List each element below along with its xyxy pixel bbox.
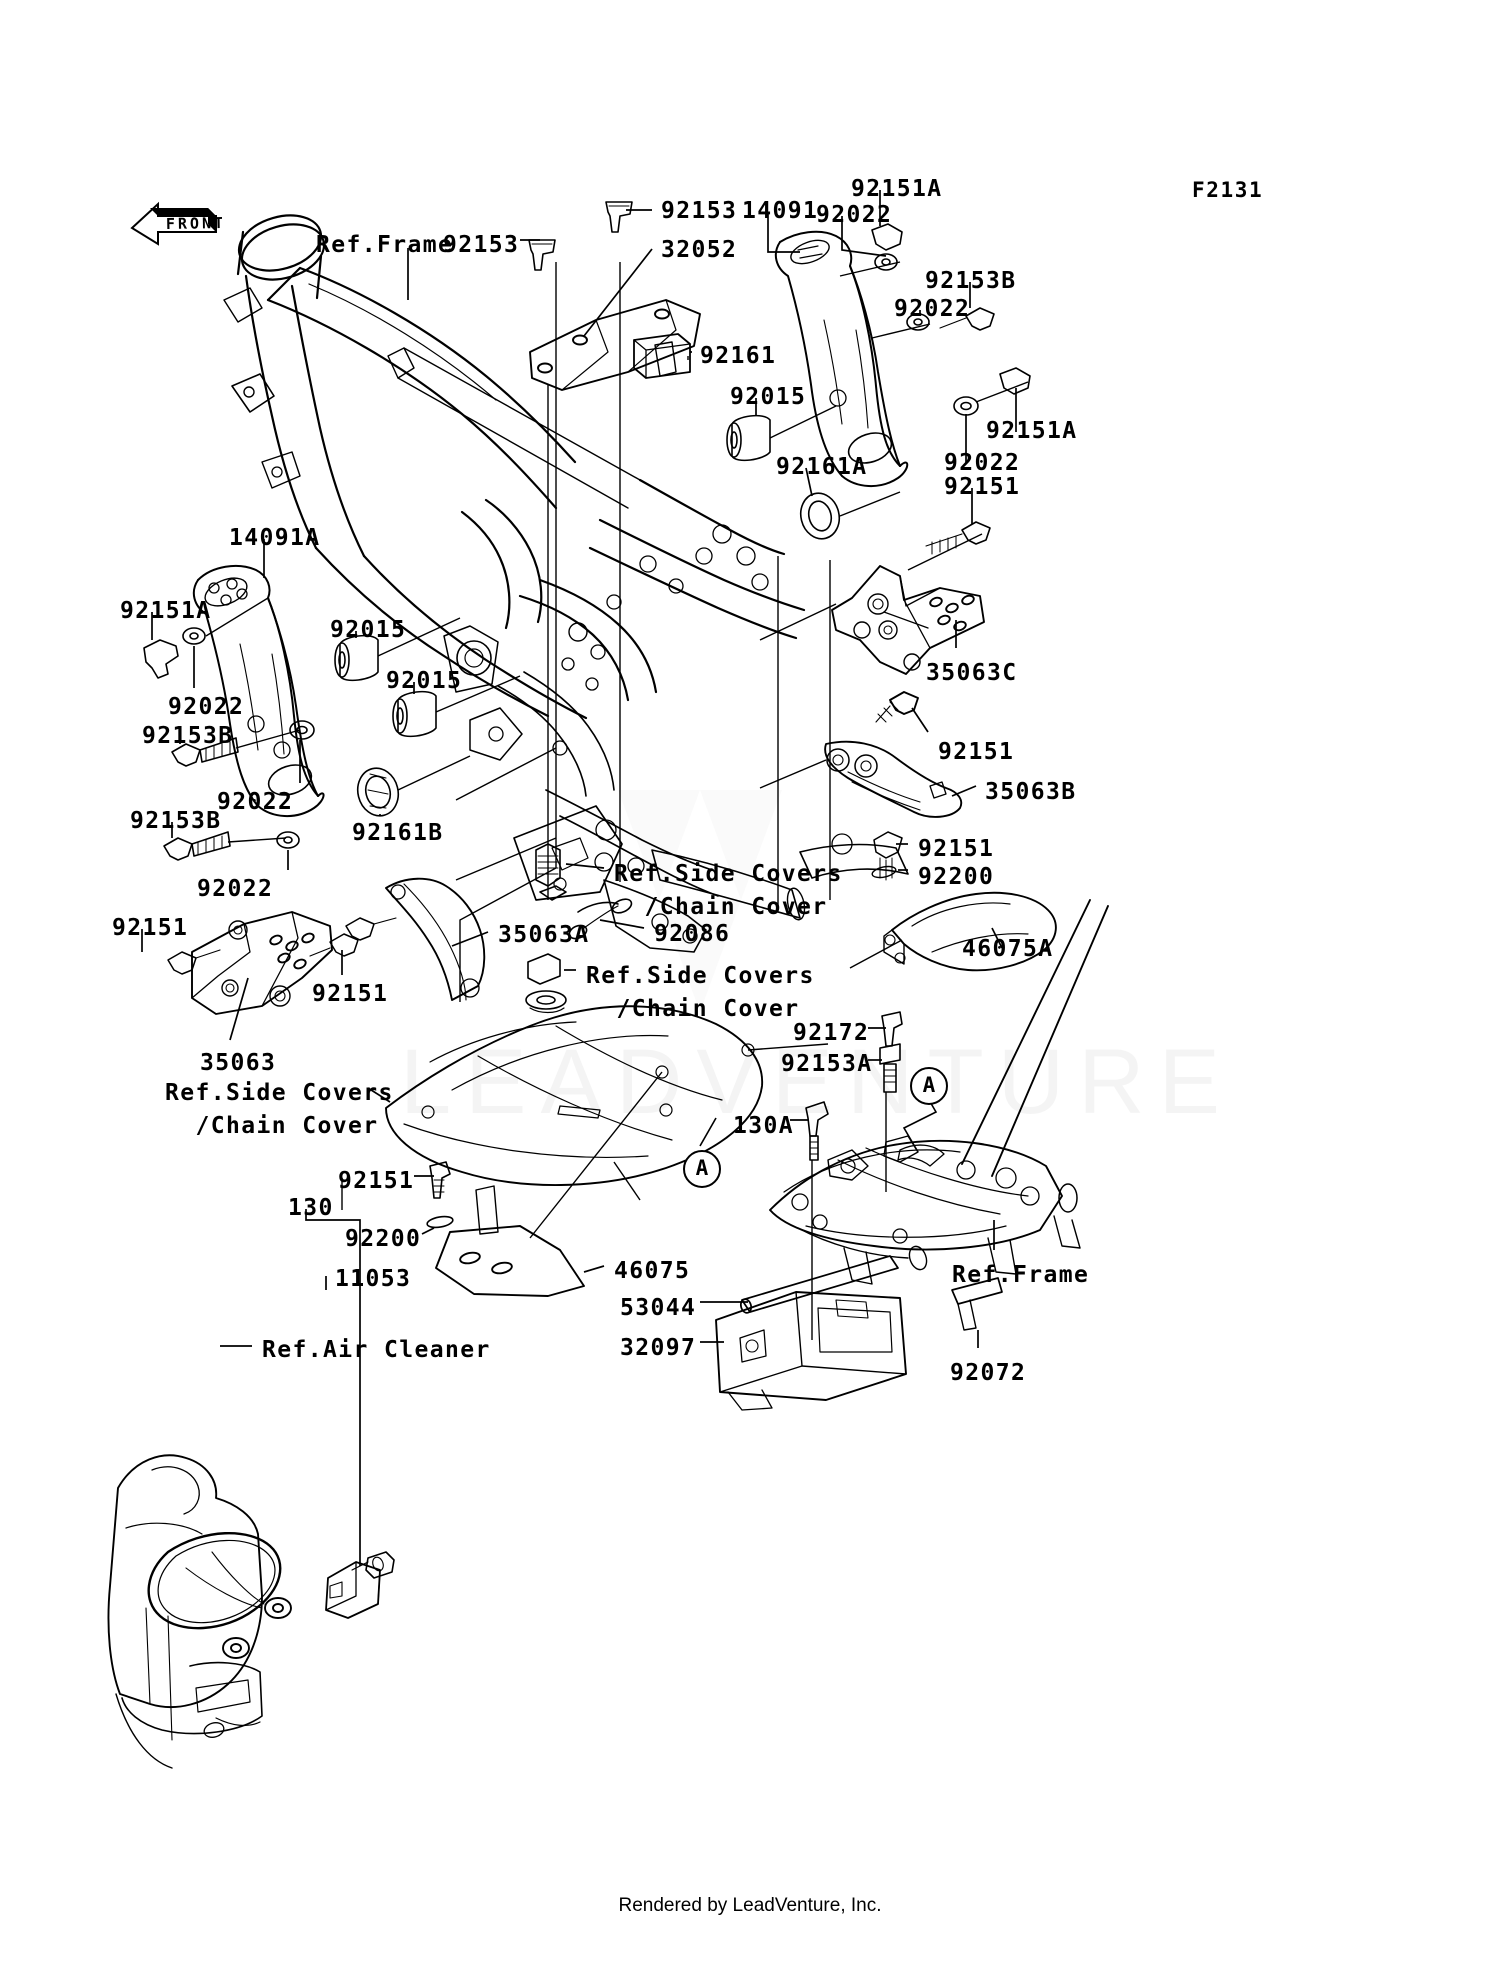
side-cover-grommet-assembly bbox=[525, 953, 567, 1014]
label-p92151A-right: 92151A bbox=[986, 418, 1078, 444]
front-direction-badge: FRONT bbox=[130, 198, 226, 266]
label-p92022-leftB: 92022 bbox=[217, 789, 294, 815]
label-p92151A-left: 92151A bbox=[120, 598, 212, 624]
label-p92200-sideA: 92200 bbox=[918, 864, 995, 890]
part-14091A-cover bbox=[192, 564, 325, 818]
diagram-code: F2131 bbox=[1192, 178, 1264, 202]
part-35063-bracket bbox=[167, 911, 359, 1015]
label-p92022-right: 92022 bbox=[944, 450, 1021, 476]
label-p92172: 92172 bbox=[793, 1020, 870, 1046]
label-p92015-midA: 92015 bbox=[330, 617, 407, 643]
label-p92022-leftA: 92022 bbox=[168, 694, 245, 720]
label-p14091: 14091 bbox=[742, 198, 819, 224]
label-p92200-bottomleft: 92200 bbox=[345, 1226, 422, 1252]
fasteners-bottom-right bbox=[805, 1011, 903, 1161]
side-cover-panel bbox=[385, 1005, 764, 1186]
label-p35063A: 35063A bbox=[498, 922, 590, 948]
label-p92022-topA: 92022 bbox=[816, 202, 893, 228]
part-35063C-bracket bbox=[831, 565, 985, 675]
label-p92153A: 92153A bbox=[781, 1051, 873, 1077]
label-p35063B: 35063B bbox=[985, 779, 1077, 805]
label-p92086: 92086 bbox=[654, 921, 731, 947]
label-p92161B: 92161B bbox=[352, 820, 444, 846]
label-p92151-leftlow: 92151 bbox=[112, 915, 189, 941]
part-32097-battery-box bbox=[715, 1291, 907, 1411]
part-14091-cover bbox=[774, 230, 909, 488]
fasteners-right bbox=[726, 223, 1031, 555]
part-92161-damper bbox=[633, 333, 691, 379]
part-92153-screws bbox=[528, 201, 633, 271]
part-92086-rivet bbox=[568, 898, 633, 940]
label-ref-side-chain-1: Ref.Side Covers /Chain Cover bbox=[614, 861, 843, 921]
label-p46075A: 46075A bbox=[962, 936, 1054, 962]
part-46075-seat-pad bbox=[435, 1185, 585, 1297]
label-ref-frame-top: Ref.Frame bbox=[316, 232, 454, 258]
label-p92151-sideA: 92151 bbox=[918, 836, 995, 862]
label-ref-side-chain-2: Ref.Side Covers /Chain Cover bbox=[586, 963, 815, 1023]
part-53044-strip bbox=[739, 1255, 899, 1314]
label-p92153B-leftB: 92153B bbox=[130, 808, 222, 834]
label-p92151-right: 92151 bbox=[944, 474, 1021, 500]
fasteners-left bbox=[143, 627, 437, 861]
part-46075A-pad bbox=[871, 831, 1057, 972]
label-p130A: 130A bbox=[733, 1113, 794, 1139]
label-p53044: 53044 bbox=[620, 1295, 697, 1321]
label-p35063C: 35063C bbox=[926, 660, 1018, 686]
label-p92151-midlow: 92151 bbox=[312, 981, 389, 1007]
label-ref-air-cleaner: Ref.Air Cleaner bbox=[262, 1337, 491, 1363]
circle-a-mid: A bbox=[683, 1150, 721, 1188]
label-p14091A: 14091A bbox=[229, 525, 321, 551]
label-p11053: 11053 bbox=[335, 1266, 412, 1292]
label-p92153-left: 92153 bbox=[443, 232, 520, 258]
main-frame-body bbox=[223, 214, 909, 953]
label-p92153-top: 92153 bbox=[661, 198, 738, 224]
label-p130: 130 bbox=[288, 1195, 334, 1221]
svg-text:FRONT: FRONT bbox=[166, 214, 222, 233]
label-p92022-leftC: 92022 bbox=[197, 876, 274, 902]
fasteners-bottom-left bbox=[426, 1161, 454, 1229]
label-p92022-topB: 92022 bbox=[894, 296, 971, 322]
label-p32052: 32052 bbox=[661, 237, 738, 263]
label-p92151-bottomleft: 92151 bbox=[338, 1168, 415, 1194]
ref-air-cleaner bbox=[107, 1454, 292, 1769]
label-p92161: 92161 bbox=[700, 343, 777, 369]
label-p92151-midright: 92151 bbox=[938, 739, 1015, 765]
label-p92151A-top: 92151A bbox=[851, 176, 943, 202]
label-p92153B-topright: 92153B bbox=[925, 268, 1017, 294]
label-p92161A: 92161A bbox=[776, 454, 868, 480]
label-ref-frame-bottom: Ref.Frame bbox=[952, 1262, 1090, 1288]
rear-subframe bbox=[769, 899, 1109, 1285]
circle-a-right: A bbox=[910, 1067, 948, 1105]
label-p46075: 46075 bbox=[614, 1258, 691, 1284]
label-p92015-midB: 92015 bbox=[386, 668, 463, 694]
label-p92072: 92072 bbox=[950, 1360, 1027, 1386]
label-p35063: 35063 bbox=[200, 1050, 277, 1076]
label-ref-side-chain-3: Ref.Side Covers /Chain Cover bbox=[165, 1080, 394, 1140]
label-p32097: 32097 bbox=[620, 1335, 697, 1361]
part-92072-grommet bbox=[951, 1277, 1003, 1331]
label-p92015-top: 92015 bbox=[730, 384, 807, 410]
part-35063A-bracket bbox=[345, 877, 486, 1001]
label-p92153B-leftA: 92153B bbox=[142, 723, 234, 749]
footer-credit: Rendered by LeadVenture, Inc. bbox=[618, 1895, 882, 1916]
